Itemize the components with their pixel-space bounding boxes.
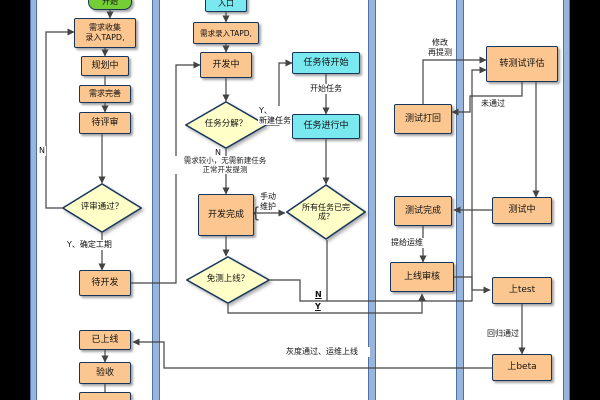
label-skip-test-yes: Y: [314, 302, 322, 312]
connector: [454, 276, 491, 294]
decision-task-split: 任务分解？: [185, 101, 267, 149]
diamond-shape: [62, 183, 142, 233]
label-submit-to-ops: 提给运维: [390, 238, 424, 248]
connector: [451, 82, 523, 116]
label-small-requirement-note: 需求较小，无需新建任务 正常开发提测: [172, 156, 278, 174]
connector: [45, 28, 75, 209]
connector: [227, 293, 426, 314]
lane-divider: [30, 0, 37, 400]
label-gray-release: 灰度通过、运维上线: [274, 347, 370, 357]
decision-review-pass: 评审通过？: [62, 183, 142, 233]
diamond-shape: [185, 101, 267, 149]
label-review-yes-schedule: Y、确定工期: [66, 240, 113, 250]
connector: [131, 61, 201, 284]
right-black-bar: [570, 0, 600, 400]
node-online: 已上线: [79, 330, 131, 350]
lane-divider: [152, 0, 160, 400]
lane-divider: [368, 0, 376, 400]
node-task-waiting: 任务待开始: [292, 52, 360, 74]
label-split-no: N: [214, 148, 222, 158]
node-cutoff-bottom: [79, 392, 131, 400]
diamond-shape: [186, 256, 270, 304]
node-pending-review: 待评审: [79, 112, 131, 134]
node-test-done: 测试完成: [394, 196, 452, 226]
node-test-reject: 测试打回: [394, 104, 452, 134]
node-task-doing: 任务进行中: [292, 114, 360, 139]
label-split-yes-new-task: Y、 新建任务: [258, 106, 292, 126]
label-start-task: 开始任务: [300, 84, 352, 94]
node-requirement-refine: 需求完善: [79, 85, 131, 103]
node-pending-dev: 待开发: [79, 270, 131, 296]
left-black-bar: [0, 0, 30, 400]
label-manual-maintain: 手动 维护: [259, 192, 277, 212]
node-planning: 规划中: [81, 56, 129, 76]
decision-skip-test: 免测上线？: [186, 256, 270, 304]
brace-icon: {: [251, 204, 261, 222]
node-entry: 入口: [205, 0, 247, 12]
diamond-shape: [286, 184, 366, 240]
lane-divider: [456, 0, 464, 400]
node-on-beta-env: 上beta: [492, 354, 552, 381]
node-dev-done: 开发完成: [198, 194, 254, 236]
node-requirement-collect: 需求收集 录入TAPD,: [74, 18, 136, 48]
label-eval-fail: 未通过: [480, 99, 506, 109]
label-review-no: N: [38, 146, 46, 156]
label-skip-test-no: N: [314, 290, 323, 300]
label-modify-resubmit: 修改 再提测: [427, 38, 453, 58]
lane-divider: [563, 0, 570, 400]
node-release-review: 上线审核: [390, 262, 454, 292]
node-testing: 测试中: [492, 197, 552, 224]
node-developing: 开发中: [200, 52, 252, 78]
node-on-test-env: 上test: [492, 277, 552, 304]
connector: [132, 338, 492, 369]
node-start: 开始: [88, 0, 132, 10]
node-requirement-input: 需求录入TAPD,: [193, 22, 259, 44]
label-regression-pass: 回归通过: [486, 329, 520, 339]
node-test-evaluation: 转测试评估: [486, 46, 558, 82]
connector: [270, 66, 487, 302]
connector: [422, 56, 487, 104]
node-acceptance: 验收: [79, 362, 131, 384]
decision-all-tasks-done: 所有任务已完 成？: [286, 184, 366, 240]
